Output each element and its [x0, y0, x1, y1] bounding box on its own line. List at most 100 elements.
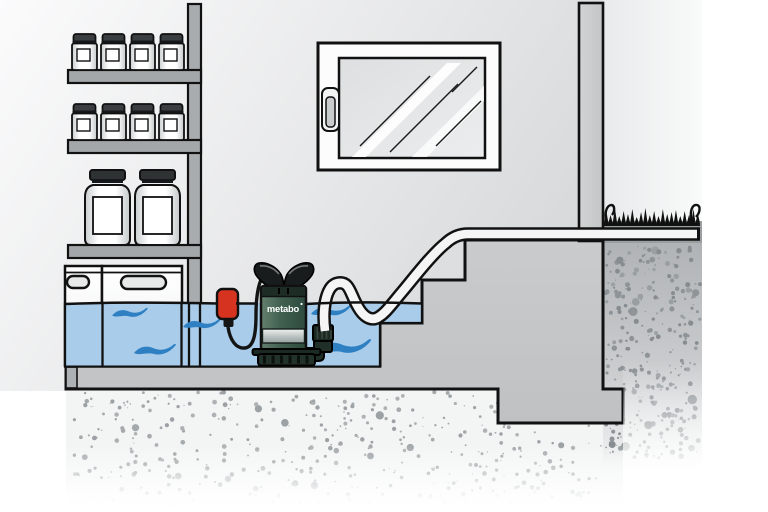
submerged-outlines: [63, 303, 424, 368]
speckle: [683, 323, 687, 326]
speckle: [537, 440, 541, 444]
speckle: [180, 439, 186, 445]
speckle: [409, 424, 412, 428]
speckle: [652, 289, 655, 292]
speckle: [430, 437, 435, 442]
speckle: [448, 394, 452, 398]
cabinet-handle: [65, 274, 91, 290]
outside-sky: [603, 0, 702, 222]
speckle: [615, 279, 617, 281]
speckle: [625, 287, 627, 290]
speckle: [338, 443, 340, 446]
speckle: [131, 424, 140, 432]
speckle: [605, 371, 609, 375]
submersible-pump: metabo: [251, 262, 334, 367]
speckle: [372, 403, 376, 407]
speckle: [323, 428, 328, 432]
speckle: [173, 398, 176, 401]
speckle: [482, 428, 488, 433]
jar-label: [105, 118, 120, 132]
speckle: [641, 351, 644, 354]
speckle: [647, 268, 650, 270]
jar-lid: [139, 169, 176, 181]
speckle: [89, 397, 93, 401]
speckle: [641, 254, 645, 258]
water-surface-line: [64, 301, 423, 306]
speckle: [343, 411, 345, 413]
speckle: [376, 397, 380, 401]
speckle: [631, 298, 640, 306]
speckle: [607, 252, 610, 256]
speckle: [619, 339, 621, 342]
speckle: [616, 305, 622, 311]
speckle: [351, 402, 355, 406]
speckle: [693, 346, 698, 351]
small-jar: [100, 33, 127, 71]
water-wave: [183, 318, 221, 329]
speckle: [605, 358, 608, 361]
jar-rim: [92, 179, 123, 183]
speckle: [499, 441, 504, 445]
speckle: [617, 309, 622, 314]
speckle: [422, 417, 424, 419]
speckle: [676, 248, 682, 254]
grass-curl: [689, 203, 701, 224]
speckle: [343, 417, 346, 420]
speckle: [331, 434, 334, 437]
speckle: [294, 394, 299, 399]
speckle: [616, 256, 624, 264]
speckle: [212, 399, 217, 405]
small-jar: [71, 33, 98, 71]
speckle: [211, 412, 217, 418]
speckle: [678, 334, 683, 338]
speckle: [383, 406, 388, 411]
speckle: [312, 436, 317, 440]
speckle: [659, 309, 663, 312]
speckle: [422, 425, 424, 427]
speckle: [651, 280, 655, 284]
speckle: [120, 426, 125, 431]
speckle: [651, 317, 655, 321]
shelf-board-top: [66, 68, 203, 85]
speckle: [169, 417, 175, 422]
jar-label: [163, 48, 178, 62]
speckle: [254, 405, 263, 413]
speckle: [626, 287, 631, 292]
pump-top-cap: [262, 287, 305, 296]
small-jar: [71, 103, 98, 141]
speckle: [656, 312, 659, 315]
speckle: [236, 403, 239, 406]
speckle: [463, 405, 466, 407]
speckle: [610, 358, 613, 361]
speckle: [346, 412, 350, 415]
speckle: [148, 410, 151, 413]
speckle: [221, 389, 226, 395]
cabinet-handle: [119, 274, 168, 291]
speckle: [618, 367, 622, 372]
speckle: [458, 433, 463, 438]
speckle: [614, 292, 621, 299]
speckle: [167, 402, 170, 405]
speckle: [649, 337, 654, 342]
speckle: [222, 402, 228, 408]
exterior-wall: [577, 1, 605, 243]
speckle: [623, 303, 628, 308]
speckle: [131, 437, 135, 440]
speckle: [678, 323, 682, 327]
speckle: [624, 317, 628, 320]
speckle: [413, 422, 417, 425]
speckle: [315, 405, 320, 410]
speckle: [399, 438, 402, 442]
speckle: [674, 286, 680, 291]
grass-tufts: [604, 208, 700, 226]
speckle: [493, 410, 497, 414]
speckle: [606, 364, 610, 369]
speckle: [228, 407, 230, 410]
speckle: [626, 331, 629, 335]
speckle: [354, 433, 358, 437]
speckle: [83, 402, 88, 408]
speckle: [619, 272, 625, 278]
speckle: [337, 405, 340, 407]
speckle: [319, 423, 324, 427]
